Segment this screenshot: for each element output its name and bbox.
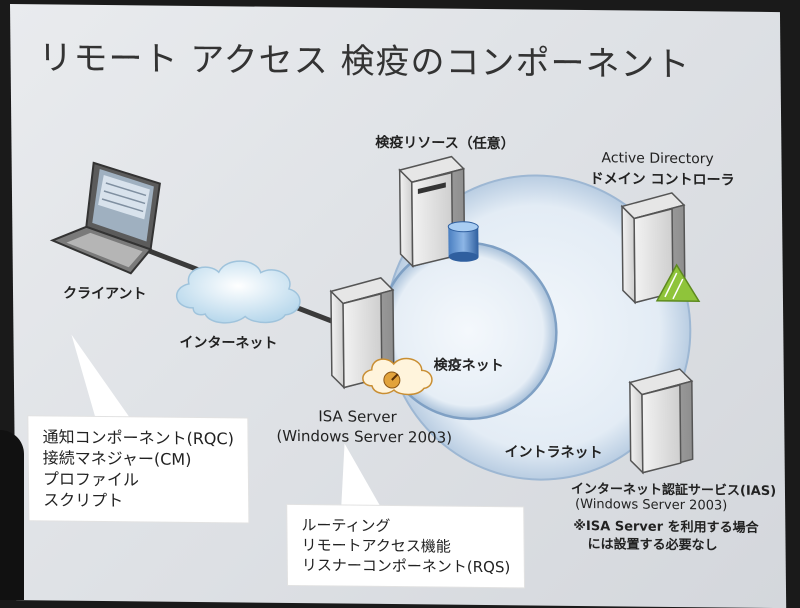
ias-server-icon	[628, 368, 694, 475]
isa-callout-line: リモートアクセス機能	[301, 536, 451, 556]
client-callout-line: 通知コンポーネント(RQC)	[42, 427, 234, 449]
ias-label-line2: (Windows Server 2003)	[575, 496, 728, 514]
slide: リモート アクセス 検疫のコンポーネント	[10, 4, 787, 608]
isa-label-line2: (Windows Server 2003)	[276, 426, 453, 447]
isa-callout-pointer	[341, 443, 382, 508]
quarantine-net-label: 検疫ネット	[433, 357, 504, 375]
quarantine-resource-label: 検疫リソース（任意）	[375, 134, 515, 153]
ad-label-line2: ドメイン コントローラ	[589, 171, 735, 189]
isa-callout-line: ルーティング	[301, 516, 391, 536]
client-callout-line: 接続マネジャー(CM)	[42, 448, 192, 469]
domain-controller-server-icon	[620, 192, 701, 305]
client-label: クライアント	[62, 285, 147, 303]
isa-callout: ルーティング リモートアクセス機能 リスナーコンポーネント(RQS)	[287, 504, 525, 588]
ias-label-line1: インターネット認証サービス(IAS)	[570, 481, 777, 500]
diagram-graphics	[49, 155, 701, 508]
isa-callout-line: リスナーコンポーネント(RQS)	[301, 556, 511, 577]
ias-label-line4: には設置する必要なし	[587, 537, 718, 554]
foreground-silhouette	[0, 430, 24, 600]
client-callout-line: スクリプト	[43, 490, 124, 511]
client-callout-pointer	[71, 334, 133, 422]
laptop-client-icon	[49, 161, 161, 275]
client-callout: 通知コンポーネント(RQC) 接続マネジャー(CM) プロファイル スクリプト	[28, 416, 249, 523]
isa-label-line1: ISA Server	[318, 407, 397, 427]
firewall-cloud-icon	[362, 357, 433, 396]
database-icon	[447, 221, 479, 262]
ad-label-line1: Active Directory	[601, 150, 714, 168]
client-callout-line: プロファイル	[42, 469, 140, 490]
intranet-label: イントラネット	[504, 444, 603, 462]
internet-label: インターネット	[179, 334, 278, 352]
internet-cloud-icon	[176, 260, 301, 324]
